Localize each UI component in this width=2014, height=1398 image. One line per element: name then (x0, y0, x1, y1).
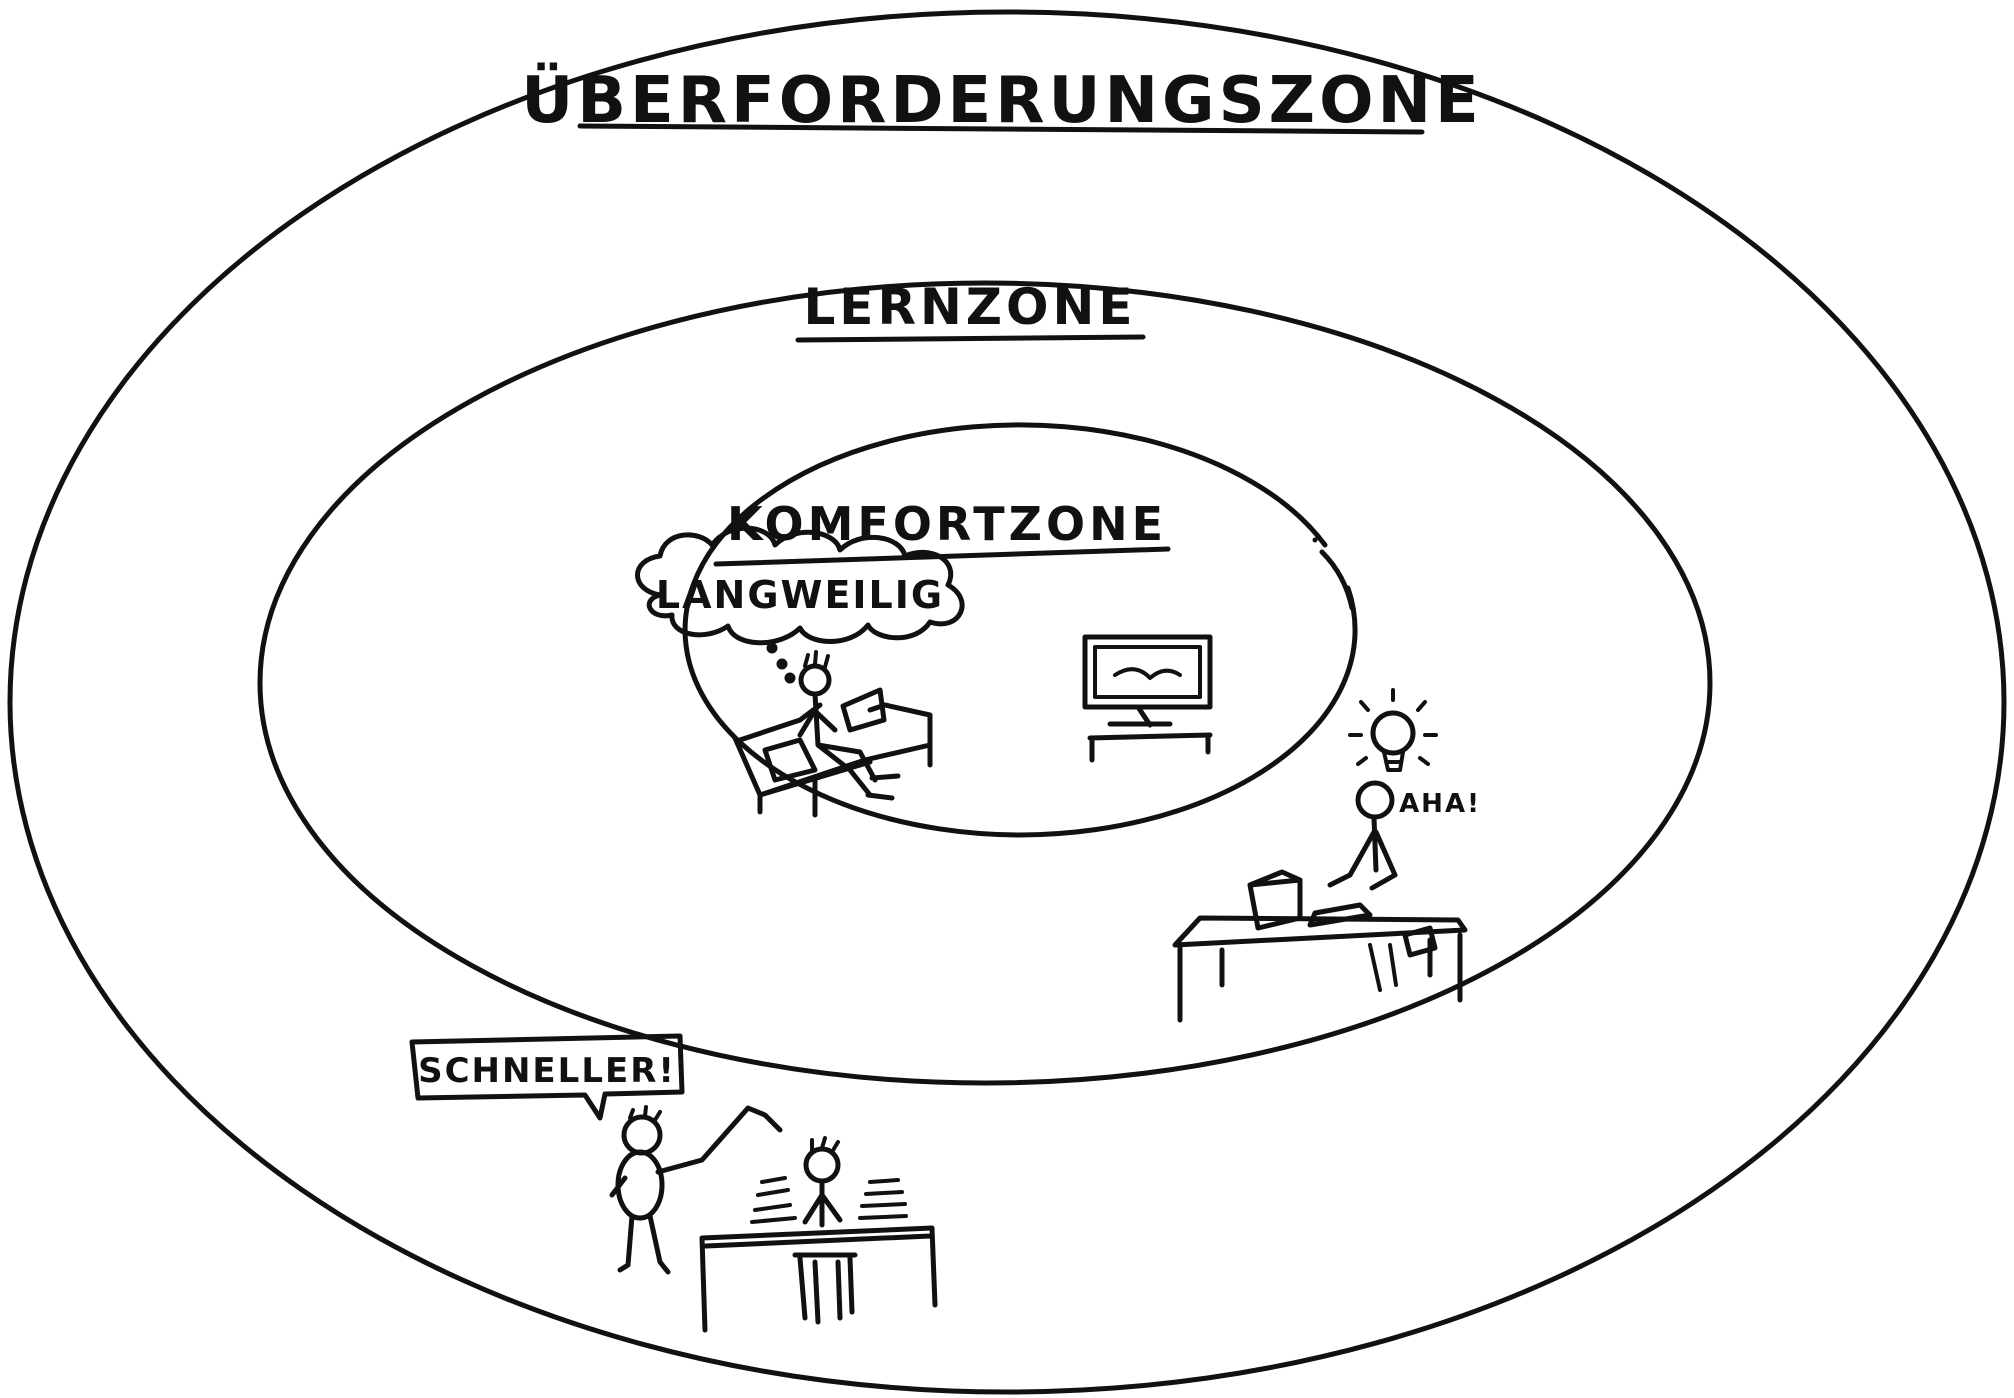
boss-body (615, 1149, 665, 1221)
bored-person-head (798, 663, 832, 697)
boss-hair (628, 1105, 662, 1122)
learning-person-head (1355, 780, 1395, 820)
stressed-person-body (802, 1179, 843, 1228)
stressed-person-head (803, 1146, 841, 1184)
stressed-person-hair (810, 1136, 840, 1154)
couch-icon (732, 702, 933, 818)
thought-cloud (635, 525, 965, 646)
boss-head (621, 1114, 663, 1156)
paper-pile-right (858, 1178, 908, 1220)
lightbulb-icon (1348, 688, 1438, 772)
overload-desk-icon (699, 1225, 938, 1333)
inner-zone-label: KOMFORTZONE (727, 497, 1167, 551)
middle-zone-title: LERNZONE (795, 278, 1146, 343)
speech-text: SCHNELLER! (418, 1051, 676, 1091)
paper-pile-left (750, 1176, 797, 1224)
thought-text: LANGWEILIG (656, 573, 944, 617)
inner-zone-ellipse-gap-segment (1319, 549, 1355, 611)
bored-person-body (797, 691, 878, 798)
thought-dot (766, 642, 778, 654)
desk-device-icon (1402, 925, 1438, 958)
overload-scene: SCHNELLER! (409, 1033, 938, 1333)
tv-icon (1082, 634, 1213, 763)
thought-dot (776, 658, 788, 670)
learning-person-body (1327, 815, 1398, 891)
middle-zone-label: LERNZONE (803, 278, 1136, 336)
couch-cushion (840, 687, 887, 733)
overload-chair-icon (792, 1252, 858, 1325)
learning-scene: AHA! (1172, 688, 1481, 1023)
bored-person-hair (803, 650, 830, 669)
desk-laptop-icon (1307, 902, 1373, 928)
inner-zone-ellipse (682, 422, 1358, 838)
outer-zone-ellipse (7, 9, 2007, 1395)
inner-zone-title: KOMFORTZONE (713, 497, 1171, 567)
thought-dot (784, 672, 796, 684)
learning-person-legs (1368, 943, 1398, 992)
desk-icon (1172, 915, 1468, 1023)
aha-text: AHA! (1399, 789, 1481, 819)
desk-box-icon (1247, 869, 1303, 931)
middle-zone-underline (795, 334, 1146, 343)
boss-limbs (609, 1105, 783, 1275)
bored-person-feet (865, 773, 901, 801)
outer-zone-title: ÜBERFORDERUNGSZONE (521, 62, 1479, 138)
speech-box (409, 1033, 685, 1121)
outer-zone-underline (577, 123, 1425, 135)
middle-zone-ellipse (257, 280, 1713, 1086)
comfort-scene: LANGWEILIG (635, 525, 1213, 818)
